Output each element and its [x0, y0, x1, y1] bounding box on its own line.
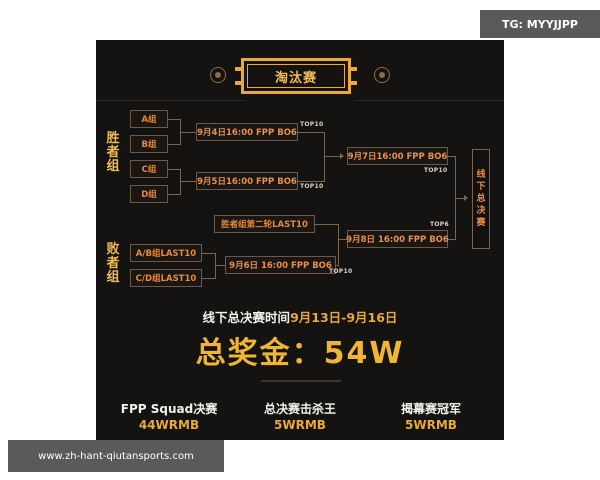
advance-tag: TOP10: [300, 121, 324, 128]
total-prize: 总奖金：54W: [195, 336, 405, 371]
tournament-poster: 淘汰赛 胜者组 A组 B组 C组 D组 9月4日16:00 FPP BO6 TO…: [96, 40, 504, 440]
group-d-box: D组: [130, 185, 168, 203]
award-kill-king: 总决赛击杀王 5WRMB: [263, 402, 336, 432]
advance-tag: TOP6: [430, 221, 449, 228]
group-a-box: A组: [130, 110, 168, 128]
finals-schedule: 线下总决赛时间9月13日-9月16日: [202, 310, 398, 325]
group-b-box: B组: [130, 135, 168, 153]
frame-notch: [235, 81, 241, 85]
advance-tag: TOP10: [300, 183, 324, 190]
winners-round2-last10-box: 胜者组第二轮LAST10: [214, 215, 315, 233]
crosshair-icon: [374, 67, 390, 83]
winners-bracket-label: 胜者组: [106, 131, 120, 174]
arrow-right-icon: [464, 195, 468, 201]
divider: [261, 380, 341, 382]
match-sep4: 9月4日16:00 FPP BO6: [196, 123, 298, 141]
group-cd-last10-box: C/D组LAST10: [130, 269, 202, 287]
page-title: 淘汰赛: [247, 64, 345, 88]
watermark-url: www.zh-hant-qiutansports.com: [8, 440, 224, 472]
award-opening-champion: 揭幕赛冠军 5WRMB: [400, 402, 461, 432]
title-banner: 淘汰赛: [241, 58, 351, 94]
watermark-telegram: TG: MYYJJPP: [480, 10, 600, 38]
match-sep6: 9月6日 16:00 FPP BO6: [225, 256, 336, 274]
decorative-line: [96, 100, 246, 101]
losers-bracket-label: 败者组: [106, 242, 120, 285]
frame-notch: [351, 81, 357, 85]
advance-tag: TOP10: [329, 268, 353, 275]
group-ab-last10-box: A/B组LAST10: [130, 244, 202, 262]
crosshair-icon: [210, 67, 226, 83]
frame-notch: [351, 67, 357, 71]
match-sep8: 9月8日 16:00 FPP BO6: [346, 230, 449, 248]
offline-final-label: 线下总决赛: [476, 170, 486, 228]
award-fpp-squad: FPP Squad决赛 44WRMB: [120, 402, 218, 432]
group-c-box: C组: [130, 160, 168, 178]
match-sep7: 9月7日16:00 FPP BO6: [347, 147, 448, 165]
decorative-line: [354, 100, 504, 101]
frame-notch: [235, 67, 241, 71]
arrow-right-icon: [340, 153, 344, 159]
offline-final-box: 线下总决赛: [472, 149, 490, 249]
advance-tag: TOP10: [424, 167, 448, 174]
match-sep5: 9月5日16:00 FPP BO6: [196, 172, 298, 190]
